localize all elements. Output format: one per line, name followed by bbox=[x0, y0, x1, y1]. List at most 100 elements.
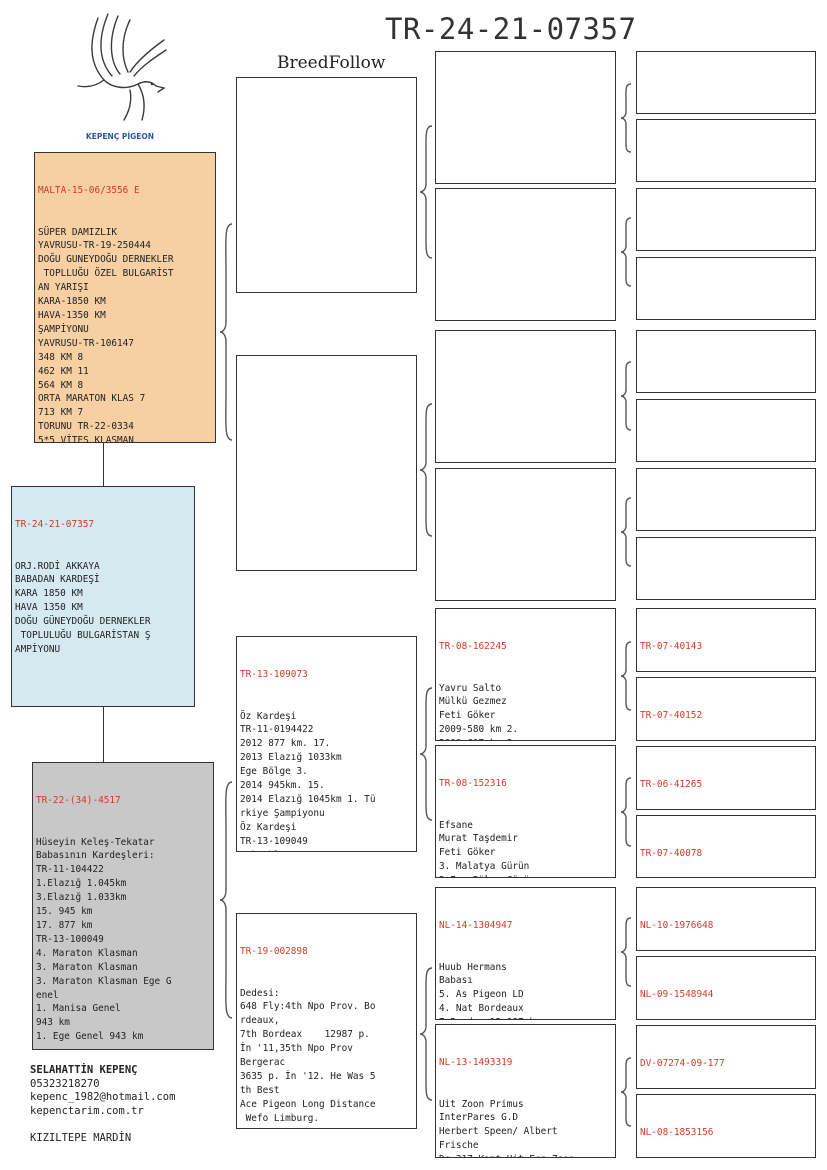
empty-pedigree-box bbox=[236, 77, 417, 293]
empty-pedigree-box bbox=[236, 355, 417, 571]
card-line: AMPİYONU bbox=[15, 643, 61, 655]
contact-website[interactable]: kepenctarim.com.tr bbox=[30, 1104, 144, 1117]
card-line: Çakmaklı bbox=[240, 849, 413, 851]
brace-icon bbox=[419, 967, 433, 1101]
empty-pedigree-box bbox=[435, 51, 616, 184]
empty-pedigree-box bbox=[636, 257, 816, 320]
card-line: 7.Bordux 12.987 kuş bbox=[439, 1016, 612, 1019]
page-title: TR-24-21-07357 bbox=[385, 12, 637, 46]
card-line: ORJ.RODİ AKKAYA bbox=[15, 560, 100, 572]
ring-number: TR-13-109073 bbox=[240, 668, 308, 680]
empty-pedigree-box bbox=[636, 188, 816, 251]
card-line: Babasının Kardeşleri: bbox=[36, 850, 155, 862]
card-line: 1. Manisa Genel bbox=[36, 1003, 121, 1015]
brace-icon bbox=[620, 917, 632, 987]
connector-line bbox=[103, 443, 104, 486]
card-line: Hüseyin Keleş-Tekatar bbox=[36, 836, 155, 848]
card-line: 3.Elazığ 1.033km bbox=[36, 892, 127, 904]
card-line: Efsane bbox=[439, 819, 473, 831]
card-line: Frische bbox=[439, 1140, 479, 1152]
card-line: Uit Zoon Primus bbox=[439, 1098, 524, 1110]
contact-location: KIZILTEPE MARDİN bbox=[30, 1132, 132, 1144]
ring-number: TR-07-40143 bbox=[640, 640, 703, 652]
empty-pedigree-box bbox=[636, 330, 816, 393]
ring-number: NL-10-1976648 bbox=[640, 919, 714, 931]
card-line: 348 KM 8 bbox=[38, 351, 84, 363]
contact-name: SELAHATTİN KEPENÇ bbox=[30, 1064, 138, 1076]
card-line: 1.Elazığ 1.045km bbox=[36, 878, 127, 890]
ring-number: TR-07-40078 bbox=[640, 847, 703, 859]
card-line: Öz Kardeşi bbox=[240, 710, 297, 722]
ring-number: TR-24-21-07357 bbox=[15, 518, 95, 530]
brace-icon bbox=[620, 497, 632, 567]
brace-icon bbox=[620, 361, 632, 431]
card-line: 943 km bbox=[36, 1017, 70, 1029]
ring-number: DV-07274-09-177 bbox=[640, 1057, 725, 1069]
card-line: TR-13-109049 bbox=[240, 835, 308, 847]
brace-icon bbox=[219, 781, 233, 1019]
card-line: ŞAMPİYONU bbox=[38, 323, 89, 335]
card-line: DOĞU GÜNEYDOĞU DERNEKLER bbox=[15, 616, 151, 628]
contact-email[interactable]: kepenc_1982@hotmail.com bbox=[30, 1091, 176, 1103]
gen4-card: NL-10-1976648 Jan Theelen5. As Pigeon LD… bbox=[636, 887, 816, 951]
card-line: TR-11-0194422 bbox=[240, 724, 314, 736]
card-line: 648 Fly:4th Npo Prov. Bo bbox=[240, 1001, 376, 1013]
brace-icon bbox=[419, 125, 433, 259]
card-line: TOPLULUĞU BULGARİSTAN Ş bbox=[15, 630, 151, 642]
ring-number: TR-06-41265 bbox=[640, 778, 703, 790]
card-line: 713 KM 7 bbox=[38, 407, 84, 419]
card-line: 1. Ege Genel 943 km bbox=[36, 1031, 144, 1043]
dam-dam-card: TR-19-002898 Dedesi:648 Fly:4th Npo Prov… bbox=[236, 913, 417, 1129]
card-line: TORUNU TR-22-0334 bbox=[38, 421, 134, 433]
brace-icon bbox=[620, 83, 632, 153]
card-line: SÜPER DAMIZLIK bbox=[38, 226, 118, 238]
brace-icon bbox=[219, 223, 233, 441]
empty-pedigree-box bbox=[636, 537, 816, 600]
empty-pedigree-box bbox=[636, 51, 816, 114]
card-line: ORTA MARATON KLAS 7 bbox=[38, 393, 146, 405]
card-line: YAVRUSU-TR-106147 bbox=[38, 337, 134, 349]
ring-number: TR-08-162245 bbox=[439, 640, 507, 652]
card-line: Mülkü Gezmez bbox=[439, 696, 507, 708]
empty-pedigree-box bbox=[435, 188, 616, 321]
ring-number: NL-14-1304947 bbox=[439, 919, 513, 931]
ring-number: NL-09-1548944 bbox=[640, 988, 714, 1000]
card-line: 3.Ege Bölge Gürün bbox=[439, 874, 612, 877]
card-line: 3. Malatya Gürün bbox=[439, 861, 530, 873]
card-line: 2012 877 km. 17. bbox=[240, 738, 331, 750]
card-line: Öz Kardeşi bbox=[240, 821, 297, 833]
card-line: 3. Maraton Klasman Ege G bbox=[36, 975, 172, 987]
empty-pedigree-box bbox=[636, 399, 816, 462]
card-line: HAVA 1350 KM bbox=[15, 602, 83, 614]
contact-phone: 05323218270 bbox=[30, 1077, 100, 1090]
logo: KEPENÇ PİGEON bbox=[68, 10, 172, 146]
ring-number: TR-08-152316 bbox=[439, 777, 507, 789]
card-line: 2009-580 km 2. bbox=[439, 724, 519, 736]
brace-icon bbox=[419, 687, 433, 821]
ring-number: NL-13-1493319 bbox=[439, 1056, 513, 1068]
gen4-card: NL-08-1853156 Uit Het Irun Koppel-Golden… bbox=[636, 1094, 816, 1158]
card-line: Feti Göker bbox=[439, 847, 496, 859]
gen4-card: NL-09-1548944 Wil Cramers 86. Nat Tarbes… bbox=[636, 956, 816, 1020]
card-line: Bergerac bbox=[240, 1057, 286, 1069]
empty-pedigree-box bbox=[435, 330, 616, 463]
card-line: 4. Nat Bordeaux bbox=[439, 1003, 524, 1015]
ring-number: TR-22-(34)-4517 bbox=[36, 794, 121, 806]
gen4-card: TR-07-40078 Muarrem Vardar bbox=[636, 815, 816, 878]
dove-icon bbox=[77, 13, 167, 121]
card-line: rkiye Şampiyonu bbox=[240, 807, 325, 819]
